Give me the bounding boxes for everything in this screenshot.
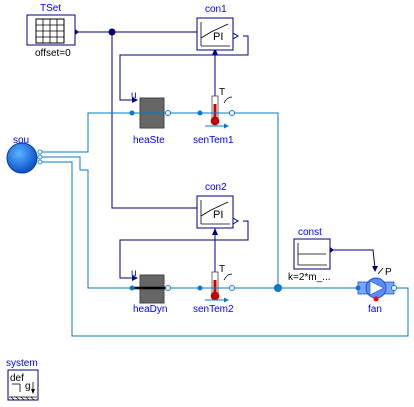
headyn-port-u: u — [131, 268, 137, 279]
pi-curve-icon — [200, 200, 230, 225]
con2-block[interactable]: con2 PI — [196, 182, 239, 229]
heaste-port-u: u — [131, 90, 137, 101]
pi-curve-icon — [200, 22, 230, 47]
const-name: const — [298, 227, 322, 238]
heaste-block[interactable]: u heaSte — [129, 90, 171, 146]
system-label: def — [10, 373, 24, 384]
fluid-junction — [274, 284, 282, 292]
gravity-icon — [9, 382, 37, 401]
con1-label: PI — [213, 31, 223, 43]
system-block[interactable]: system def g — [6, 358, 39, 401]
sentem1-block[interactable]: T senTem1 — [193, 87, 235, 146]
fan-block[interactable]: P fan — [355, 267, 397, 315]
headyn-name: heaDyn — [133, 304, 167, 315]
tset-offset: offset=0 — [35, 48, 71, 59]
system-g: g — [25, 381, 31, 392]
sentem1-name: senTem1 — [193, 135, 234, 146]
signal-arrows — [132, 29, 378, 281]
source-sphere-icon — [6, 142, 38, 174]
signal-junction — [108, 28, 116, 36]
sou-block[interactable]: sou — [6, 135, 43, 174]
con2-name: con2 — [205, 182, 227, 193]
con1-block[interactable]: con1 PI — [196, 4, 239, 51]
con2-label: PI — [213, 209, 223, 221]
tset-block[interactable]: TSet offset=0 — [26, 3, 79, 59]
const-block[interactable]: const k=2*m_... — [288, 227, 334, 283]
headyn-block[interactable]: u heaDyn — [129, 268, 171, 315]
constant-icon — [297, 243, 327, 266]
thermometer-icon — [210, 95, 220, 126]
system-name: system — [6, 358, 38, 369]
sentem2-name: senTem2 — [193, 304, 234, 315]
con1-name: con1 — [205, 4, 227, 15]
sentem2-port-t: T — [219, 264, 225, 275]
sou-name: sou — [13, 135, 29, 146]
tset-name: TSet — [40, 3, 61, 14]
thermometer-icon — [210, 271, 220, 301]
sentem2-block[interactable]: T senTem2 — [193, 264, 235, 315]
fan-port-p: P — [385, 267, 392, 278]
heaste-name: heaSte — [133, 135, 165, 146]
fluid-connections — [40, 112, 409, 337]
table-icon — [35, 18, 65, 44]
fan-name: fan — [368, 304, 382, 315]
sentem1-port-t: T — [219, 87, 225, 98]
const-param: k=2*m_... — [288, 272, 331, 283]
signal-connections — [75, 31, 376, 279]
